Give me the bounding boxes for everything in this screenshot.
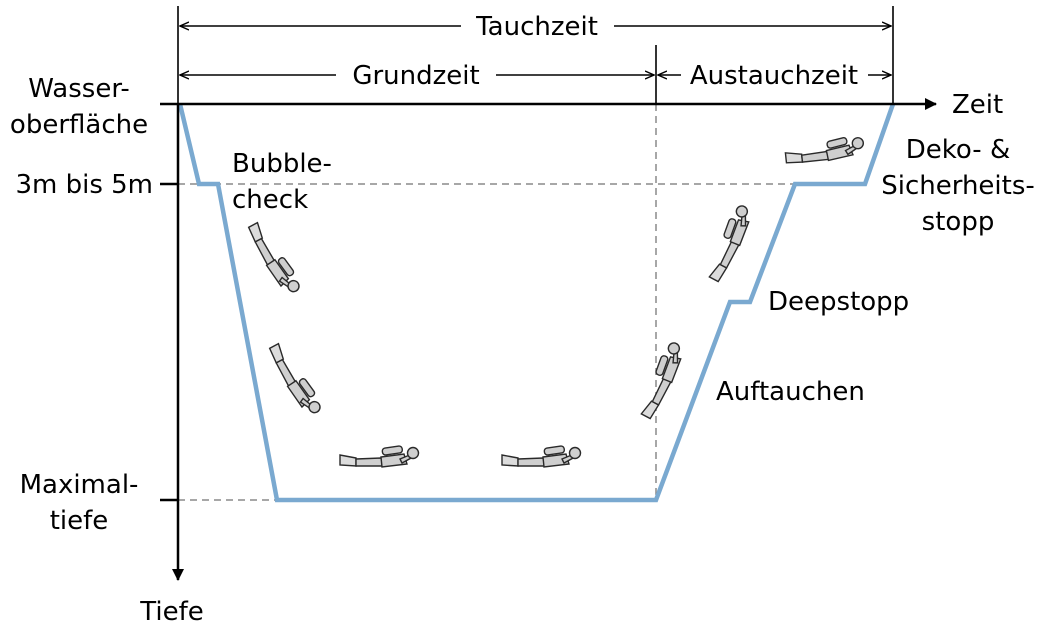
diver-icon-ascent-1 xyxy=(632,339,690,421)
dive-profile-line xyxy=(177,103,896,503)
diver-icon-bottom-1 xyxy=(339,444,420,468)
diver-icon-ascent-2 xyxy=(700,202,758,284)
deko-label-line3: stopp xyxy=(922,207,995,237)
surface-label-line1: Wasser- xyxy=(28,74,129,104)
deko-label-line1: Deko- & xyxy=(906,135,1010,165)
diver-icon-descent-1 xyxy=(246,217,304,299)
shallow-depth-label: 3m bis 5m xyxy=(15,170,153,200)
surface-label-line2: oberfläche xyxy=(10,110,148,140)
diver-icon-deco-stop xyxy=(783,134,866,166)
austauchzeit-label: Austauchzeit xyxy=(690,61,858,91)
diver-icon-bottom-2 xyxy=(501,444,582,468)
tauchzeit-label: Tauchzeit xyxy=(475,12,598,42)
tiefe-axis-label: Tiefe xyxy=(139,597,203,627)
zeit-axis-label: Zeit xyxy=(952,90,1003,120)
max-depth-label-line2: tiefe xyxy=(50,506,109,536)
bubblecheck-label-line1: Bubble- xyxy=(232,149,332,179)
bubblecheck-label-line2: check xyxy=(232,185,308,215)
diver-icon-descent-2 xyxy=(267,338,325,420)
deko-label-line2: Sicherheits- xyxy=(881,171,1035,201)
deepstopp-label: Deepstopp xyxy=(768,287,909,317)
grundzeit-label: Grundzeit xyxy=(352,61,479,91)
auftauchen-label: Auftauchen xyxy=(716,377,865,407)
max-depth-label-line1: Maximal- xyxy=(20,470,139,500)
